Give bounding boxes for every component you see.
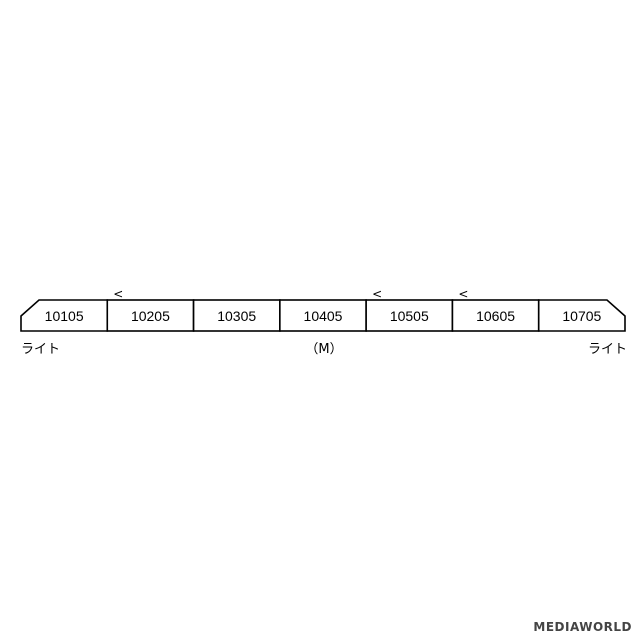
cars-layer: 10105 10205 <10305 10405 10505 <10605 <10705	[20, 287, 626, 332]
pantograph-mark: <	[372, 287, 382, 301]
motor-car-label: （M）	[305, 342, 342, 357]
car-number-label: 10305	[217, 308, 256, 324]
pantograph-mark: <	[458, 287, 468, 301]
car-number-label: 10405	[304, 308, 343, 324]
pantograph-mark: <	[113, 287, 123, 301]
car-number-label: 10605	[476, 308, 515, 324]
mediaworld-watermark-logo: MEDIAWORLD	[533, 620, 632, 634]
car-number-label: 10705	[562, 308, 601, 324]
car-body-7	[537, 299, 626, 332]
car-body-4	[279, 299, 367, 332]
right-light-label: ライト	[588, 342, 627, 357]
car-number-label: 10105	[45, 308, 84, 324]
car-body-3	[192, 299, 281, 332]
car-body-6	[451, 299, 540, 332]
left-light-label: ライト	[21, 342, 60, 357]
car-number-label: 10505	[390, 308, 429, 324]
car-body-5	[365, 299, 454, 332]
car-number-label: 10205	[131, 308, 170, 324]
